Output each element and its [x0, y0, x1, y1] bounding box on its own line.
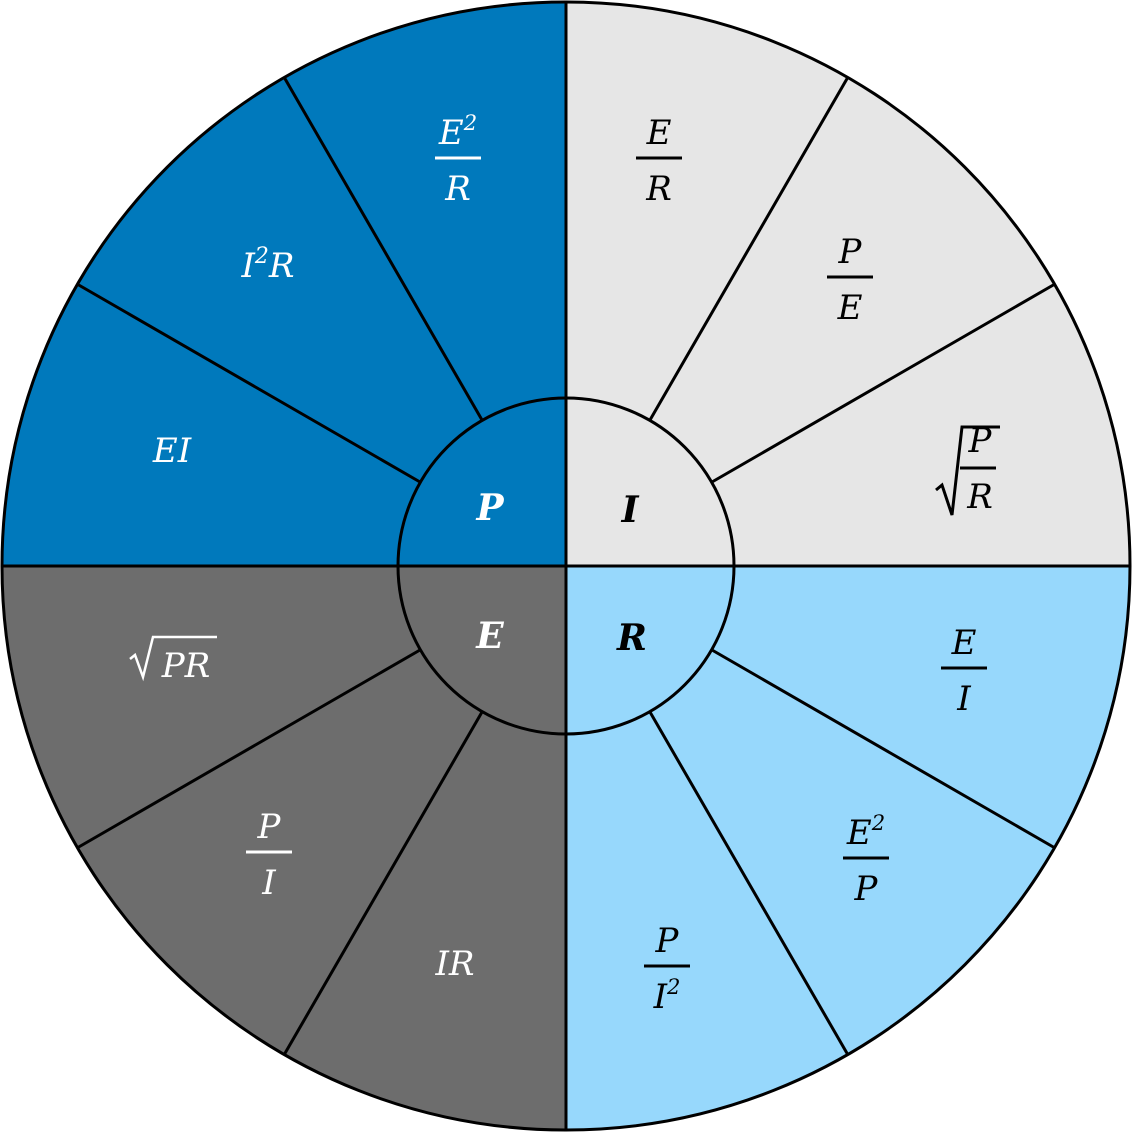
formula-i-2: PE — [827, 232, 873, 328]
formula-denominator: R — [966, 477, 993, 517]
formula-denominator: I — [956, 679, 971, 719]
formula-denominator: I2 — [653, 974, 681, 1017]
formula-r-1: EI — [941, 623, 987, 719]
formula-p-1: E2R — [435, 110, 481, 209]
center-label-current: I — [621, 489, 640, 531]
formula-p-2: I2R — [240, 244, 294, 286]
divider — [282, 711, 484, 1056]
formula-text: IR — [434, 944, 474, 984]
formula-numerator: E2 — [846, 810, 885, 853]
center-label-power: P — [475, 487, 504, 529]
formula-numerator: E — [951, 623, 977, 663]
formula-p-3: EI — [152, 431, 192, 471]
formula-text: PR — [161, 646, 210, 686]
formula-denominator: R — [444, 169, 471, 209]
divider — [711, 282, 1056, 484]
formula-e-1: IR — [434, 944, 474, 984]
formula-denominator: I — [261, 863, 276, 903]
formula-numerator: P — [838, 232, 863, 272]
inner-ring — [396, 396, 736, 736]
quadrant-resistance — [566, 566, 1130, 1130]
formula-numerator: P — [968, 421, 993, 461]
formula-numerator: E2 — [438, 110, 477, 153]
formula-denominator: P — [854, 869, 879, 909]
formula-i-1: ER — [636, 113, 682, 209]
formula-r-3: P I2 — [644, 921, 690, 1017]
formula-text: I2R — [240, 244, 294, 286]
radical-sign — [935, 425, 1000, 516]
formula-denominator: R — [645, 169, 672, 209]
divider — [76, 648, 421, 850]
formula-r-2: E2P — [843, 810, 889, 909]
divider — [648, 76, 850, 421]
divider — [648, 711, 850, 1056]
formula-numerator: P — [257, 807, 282, 847]
formula-i-3: PR — [935, 421, 1000, 517]
divider — [76, 282, 421, 484]
quadrant-current — [566, 2, 1130, 566]
formula-numerator: P — [655, 921, 680, 961]
formula-numerator: E — [646, 113, 672, 153]
divider — [711, 648, 1056, 850]
center-label-resistance: R — [616, 617, 647, 659]
quadrant-power — [2, 2, 566, 566]
quadrant-voltage — [2, 566, 566, 1130]
divider — [282, 76, 484, 421]
formula-denominator: E — [837, 288, 863, 328]
formula-text: EI — [152, 431, 192, 471]
radical-sign — [129, 635, 217, 682]
formula-e-2: PI — [246, 807, 292, 903]
formula-e-3: PR — [129, 635, 217, 686]
center-label-voltage: E — [475, 615, 504, 657]
